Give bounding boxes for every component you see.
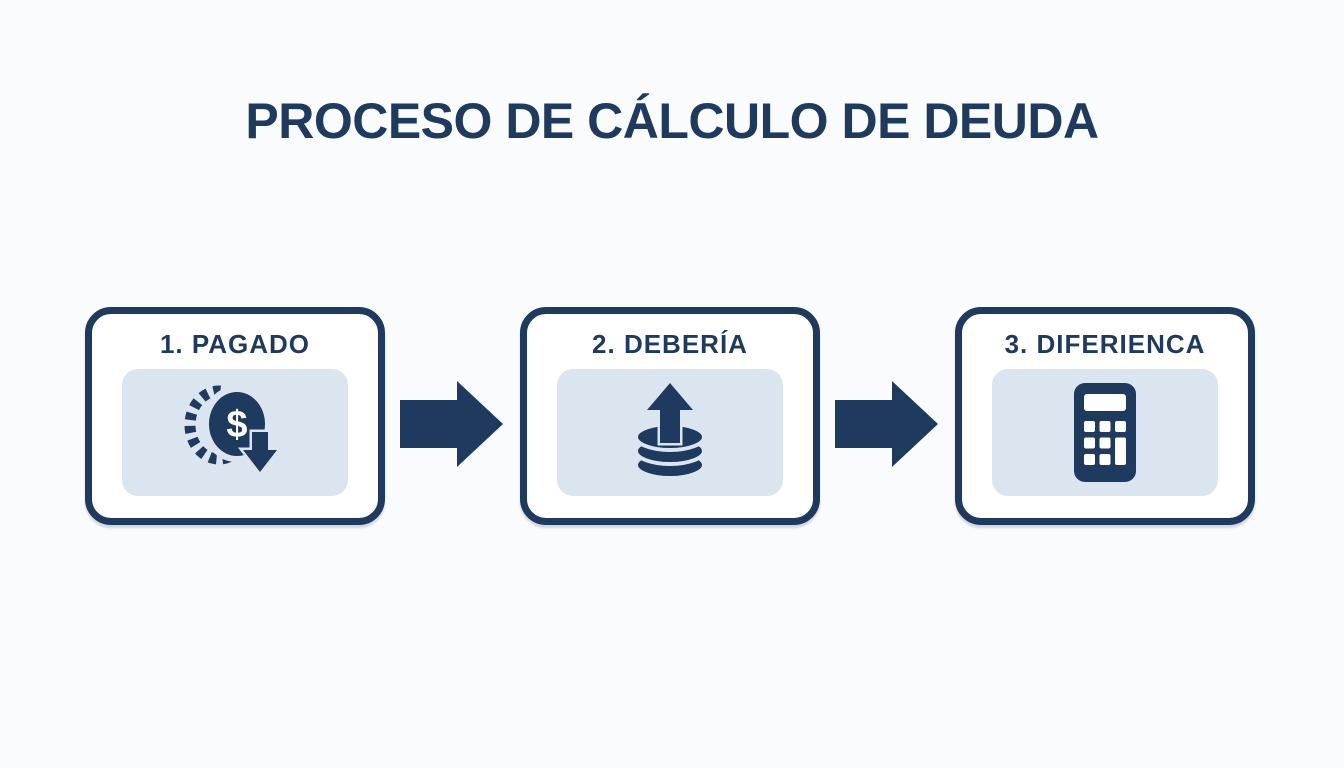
coin-dollar-down-icon: $ — [184, 385, 283, 476]
dollar-symbol: $ — [226, 404, 247, 446]
icon-panel — [992, 369, 1218, 497]
flow-connector — [385, 381, 520, 467]
step-box-diferienca: 3. DIFERIENCA — [955, 307, 1255, 525]
process-flow: 1. PAGADO $ 2. DEBERÍA — [85, 307, 1255, 525]
arrow-right-icon — [835, 381, 938, 467]
calculator-icon — [1074, 382, 1136, 482]
step-box-pagado: 1. PAGADO $ — [85, 307, 385, 525]
icon-panel — [557, 369, 783, 497]
flow-connector — [820, 381, 955, 467]
step-label: 1. PAGADO — [159, 329, 311, 359]
step-label: 3. DIFERIENCA — [1004, 329, 1206, 359]
step-label: 2. DEBERÍA — [592, 329, 748, 359]
icon-panel: $ — [122, 369, 348, 497]
step-box-deberia: 2. DEBERÍA — [520, 307, 820, 525]
arrow-right-icon — [400, 381, 503, 467]
coins-stack-up-icon — [634, 378, 706, 480]
page-title: PROCESO DE CÁLCULO DE DEUDA — [245, 93, 1099, 149]
